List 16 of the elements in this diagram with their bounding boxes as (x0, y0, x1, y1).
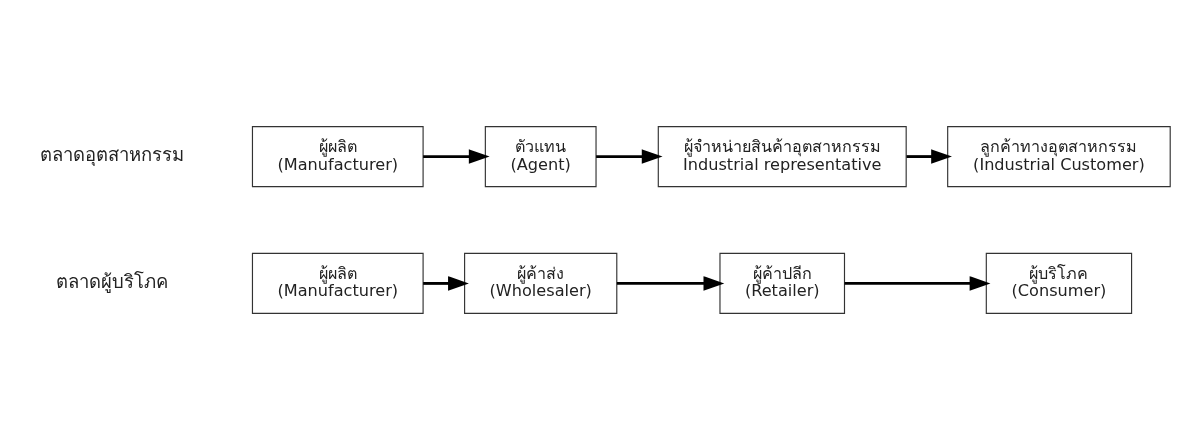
node-box: ตัวแทน (Agent) (484, 126, 597, 188)
node-box: ผู้ค้าปลีก (Retailer) (719, 252, 846, 314)
arrow (596, 149, 663, 164)
node-box: ผู้บริโภค (Consumer) (985, 252, 1133, 314)
arrow (423, 149, 490, 164)
arrow (906, 149, 952, 164)
arrow (616, 276, 725, 291)
node-box: ผู้ผลิต (Manufacturer) (251, 126, 424, 188)
arrow (844, 276, 991, 291)
label: ตลาดอุตสาหกรรม (40, 143, 185, 165)
node-box: ผู้จำหน่ายสินค้าอุตสาหกรรม Industrial representative (657, 126, 907, 188)
label: ตลาดผู้บริโภค (56, 270, 169, 292)
node-box: ผู้ผลิต (Manufacturer) (251, 252, 424, 314)
node-box: ลูกค้าทางอุตสาหกรรม (Industrial Customer) (947, 126, 1171, 188)
node-box: ผู้ค้าส่ง (Wholesaler) (464, 252, 618, 314)
arrow (423, 276, 469, 291)
